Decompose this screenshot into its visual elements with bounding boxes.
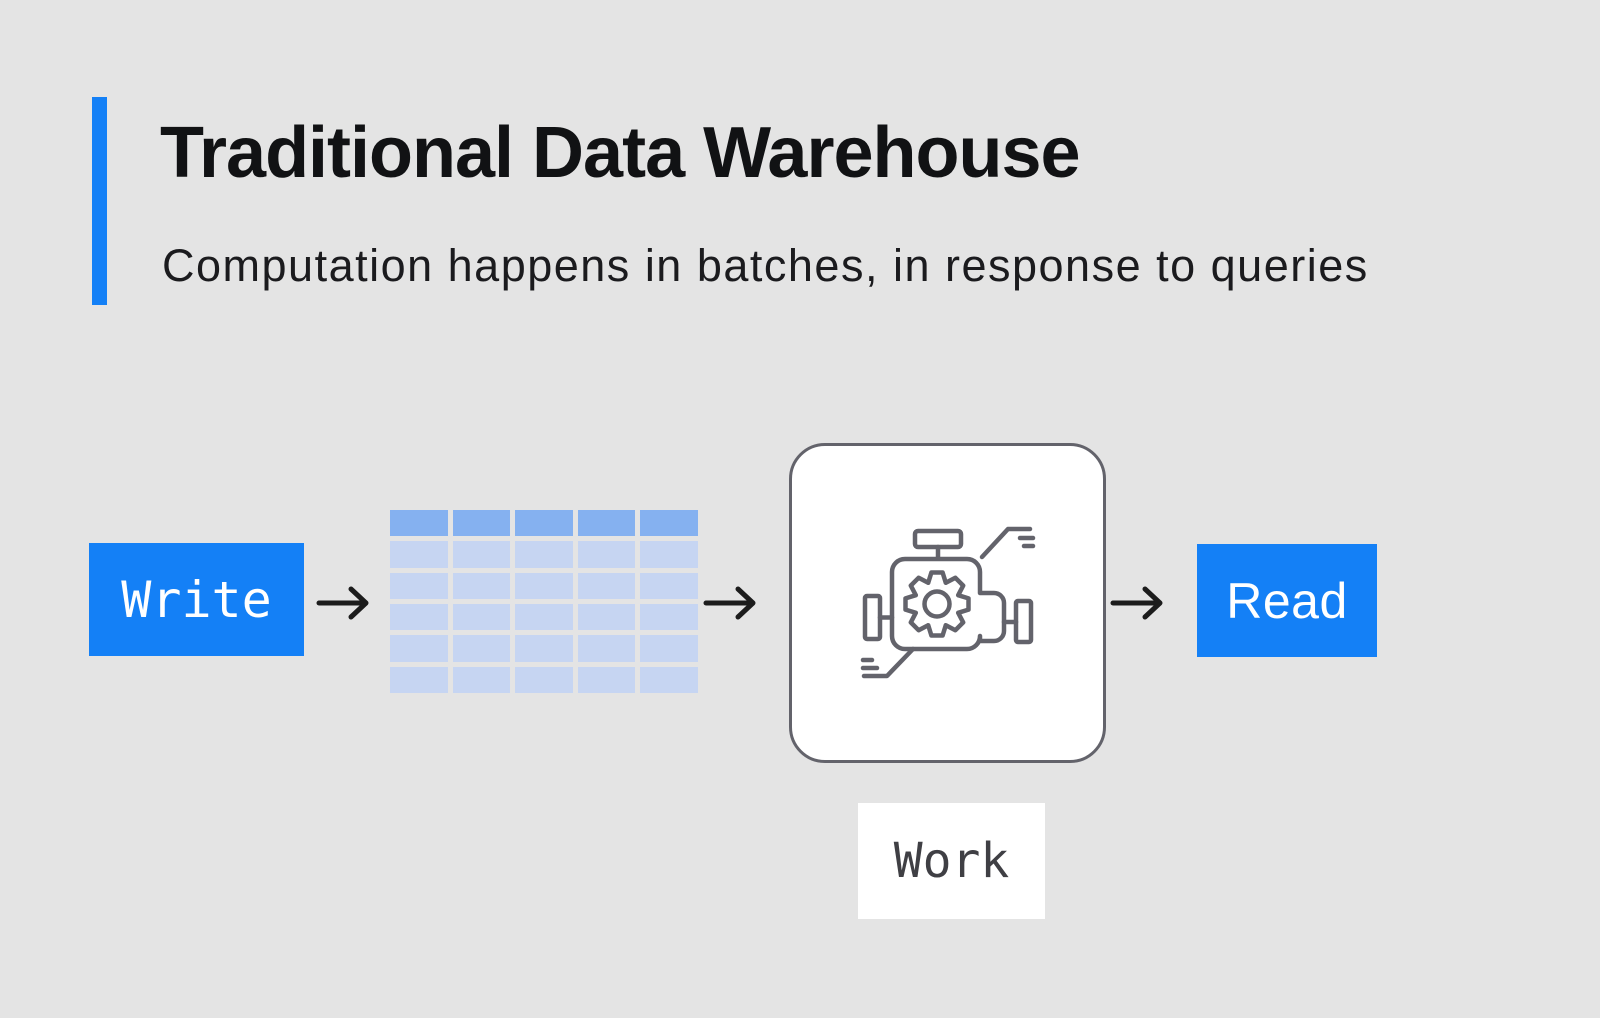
arrow-right-icon [316,586,369,620]
table-cell [390,572,448,599]
table-cell [390,666,448,693]
table-cell [452,635,511,662]
read-node: Read [1197,544,1377,657]
table-cell [640,604,698,631]
table-header-cell [390,510,448,537]
table-cell [640,541,698,568]
table-cell [640,635,698,662]
engine-icon [860,526,1035,679]
table-cell [640,572,698,599]
table-cell [577,635,636,662]
table-header-cell [452,510,511,537]
table-cell [515,604,573,631]
page-title: Traditional Data Warehouse [160,113,1081,193]
table-cell [577,666,636,693]
table-cell [515,635,573,662]
write-node: Write [89,543,304,656]
table-cell [515,666,573,693]
table-header-cell [640,510,698,537]
table-cell [577,604,636,631]
engine-box [789,443,1106,763]
table-cell [577,572,636,599]
table-cell [452,666,511,693]
table-cell [390,604,448,631]
table-cell [452,604,511,631]
table-cell [577,541,636,568]
table-cell [515,541,573,568]
arrow-right-icon [1110,586,1163,620]
arrow-right-icon [703,586,756,620]
table-cell [452,541,511,568]
table-cell [390,541,448,568]
accent-bar [92,97,107,305]
table-cell [640,666,698,693]
table-cell [452,572,511,599]
table-header-cell [577,510,636,537]
table-cell [515,572,573,599]
page-subtitle: Computation happens in batches, in respo… [162,240,1369,291]
data-table [390,510,698,693]
work-label-box: Work [858,803,1045,919]
table-header-cell [515,510,573,537]
table-cell [390,635,448,662]
